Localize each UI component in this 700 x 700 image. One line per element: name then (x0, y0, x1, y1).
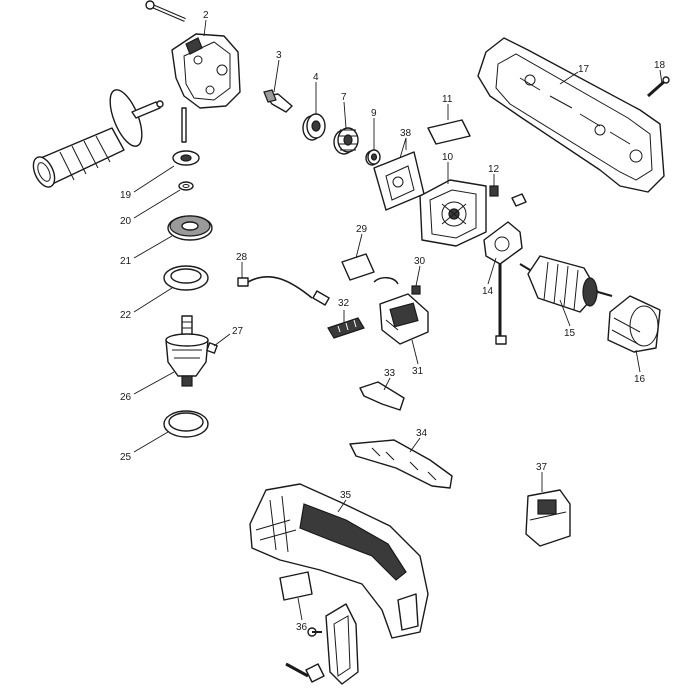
part-10-fan-housing (419, 179, 487, 247)
part-2-gear-housing (171, 33, 241, 143)
callout-17: 17 (578, 64, 590, 75)
part-7-bevel-gear (333, 127, 359, 155)
part-28-wire (237, 276, 330, 306)
callout-9: 9 (371, 108, 377, 119)
part-34-switch-lever (349, 439, 453, 489)
callout-numbers: 2 3 4 7 9 10 11 12 14 15 16 17 18 19 20 … (120, 10, 666, 633)
part-17-housing (477, 37, 665, 193)
callout-11: 11 (442, 94, 453, 105)
part-14-sensor-board (483, 221, 523, 345)
part-30-screw (411, 285, 421, 295)
part-22-ring (163, 265, 209, 291)
callout-27: 27 (232, 326, 244, 337)
callout-15: 15 (564, 328, 576, 339)
part-29-plate (341, 253, 375, 281)
part-33-lever (359, 381, 405, 411)
callout-22: 22 (120, 310, 132, 321)
callout-37: 37 (536, 462, 548, 473)
part-38-gasket (373, 151, 425, 211)
part-37-terminal (525, 489, 571, 547)
part-31-switch (373, 277, 429, 345)
callout-33: 33 (384, 368, 396, 379)
callout-12: 12 (488, 164, 500, 175)
callout-14: 14 (482, 286, 494, 297)
part-35-main-housing (249, 483, 429, 639)
part-11-label (427, 119, 471, 145)
callout-10: 10 (442, 152, 454, 163)
part-hex-key (285, 662, 325, 683)
part-25-ring (163, 410, 209, 438)
part-1-screw (145, 0, 186, 22)
part-cover-plate (325, 603, 359, 685)
callout-19: 19 (120, 190, 132, 201)
part-26-spindle-assembly (165, 315, 209, 387)
callout-26: 26 (120, 392, 132, 403)
side-handle (32, 89, 164, 188)
callout-3: 3 (276, 50, 282, 61)
part-20-washer (178, 181, 194, 191)
callout-29: 29 (356, 224, 368, 235)
callout-30: 30 (414, 256, 426, 267)
part-21-bearing (167, 215, 213, 241)
callout-36: 36 (296, 622, 308, 633)
part-3-spindle (263, 89, 293, 113)
callout-4: 4 (313, 72, 319, 83)
callout-32: 32 (338, 298, 350, 309)
callout-35: 35 (340, 490, 352, 501)
callout-16: 16 (634, 374, 646, 385)
callout-20: 20 (120, 216, 132, 227)
part-9-small-bearing (365, 149, 381, 166)
part-18-screw (647, 76, 670, 98)
part-15-rotor (519, 255, 613, 313)
callout-34: 34 (416, 428, 428, 439)
part-4-bearing (302, 113, 326, 141)
callout-38: 38 (400, 128, 412, 139)
leader-lines (133, 19, 663, 621)
callout-28: 28 (236, 252, 248, 263)
callout-7: 7 (341, 92, 347, 103)
part-screw-small (307, 627, 322, 637)
part-32-contact (327, 317, 365, 339)
callout-21: 21 (120, 256, 132, 267)
part-36-label (279, 571, 313, 601)
part-12-brush (489, 185, 527, 207)
callout-31: 31 (412, 366, 424, 377)
callout-18: 18 (654, 60, 666, 71)
callout-25: 25 (120, 452, 132, 463)
part-16-stator (607, 295, 661, 353)
part-19-bearing (172, 150, 200, 166)
callout-2: 2 (203, 10, 209, 21)
